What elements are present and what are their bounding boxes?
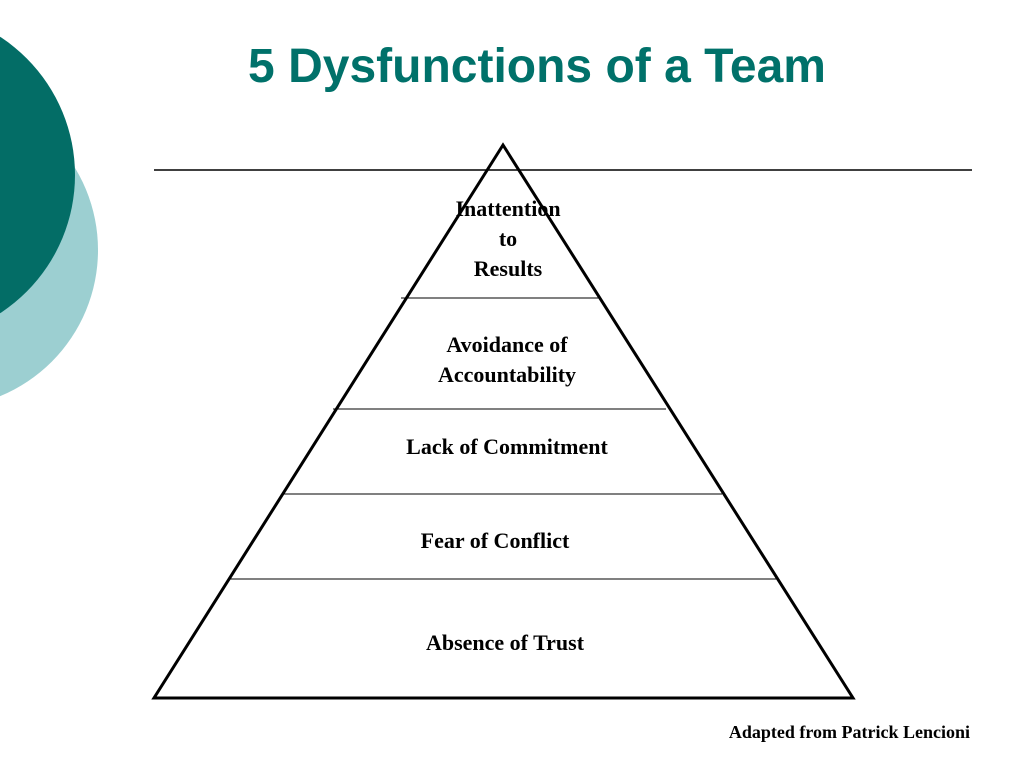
pyramid-level-inattention-to-results: Inattention to Results [348,194,668,284]
level-label-line: Absence of Trust [425,630,585,655]
level-label-line: Avoidance of [446,332,568,357]
slide-title: 5 Dysfunctions of a Team [248,40,826,93]
level-label-line: Inattention [455,196,561,221]
level-label-line: Lack of Commitment [406,434,608,459]
level-label-line: Results [473,256,543,281]
source-credit: Adapted from Patrick Lencioni [728,722,970,742]
level-label-line: Fear of Conflict [420,528,570,553]
level-label-line: Accountability [437,362,577,387]
dark-teal-circle [0,36,75,314]
pyramid-level-avoidance-of-accountability: Avoidance of Accountability [347,330,667,390]
pyramid-level-fear-of-conflict: Fear of Conflict [335,526,655,556]
pyramid-outline [151,142,856,700]
pyramid-level-lack-of-commitment: Lack of Commitment [347,432,667,462]
pyramid-level-absence-of-trust: Absence of Trust [345,628,665,658]
level-label-line: to [498,226,518,251]
